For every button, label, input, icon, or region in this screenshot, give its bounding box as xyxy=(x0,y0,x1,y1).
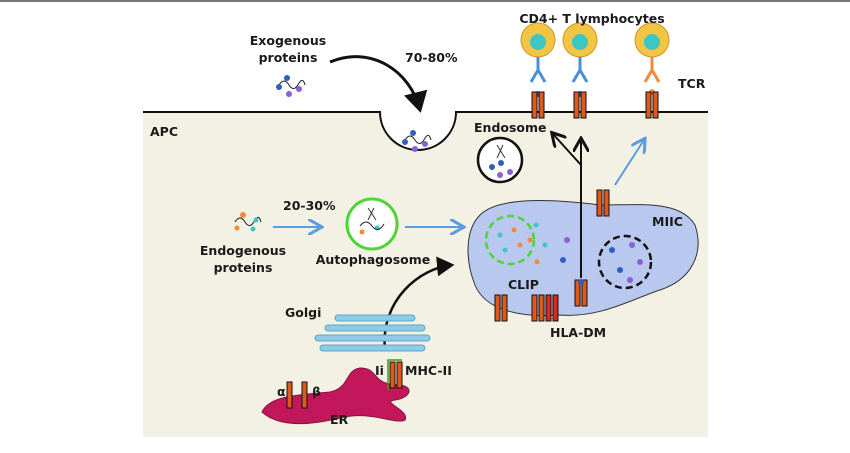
clip-label: CLIP xyxy=(508,277,539,292)
loaded-mhc xyxy=(574,279,588,307)
er-mhc-ii-ii xyxy=(387,359,403,390)
endosome xyxy=(476,136,524,184)
golgi-to-miic-arrow xyxy=(383,256,455,351)
surface-arrow xyxy=(614,140,644,186)
miic-label: MIIC xyxy=(652,214,683,229)
t-cell-3 xyxy=(634,22,670,95)
t-cell-2 xyxy=(562,22,598,97)
scissors-icon xyxy=(496,144,506,159)
surface-mhc-2 xyxy=(573,91,587,119)
uptake-arrow xyxy=(329,55,428,113)
internalized-protein-icon xyxy=(402,130,432,152)
beta-label: β xyxy=(312,384,321,399)
autophagosome xyxy=(345,197,399,251)
tcr-label: TCR xyxy=(678,76,706,91)
cd4-t-lymphocytes-label: CD4+ T lymphocytes xyxy=(519,11,664,26)
exogenous-percent: 70-80% xyxy=(405,50,458,65)
surface-mhc-1 xyxy=(531,91,545,119)
golgi-label: Golgi xyxy=(285,305,321,320)
exogenous-label-2: proteins xyxy=(259,50,318,65)
miic-compartment xyxy=(467,200,699,317)
er-label: ER xyxy=(330,412,349,427)
top-border xyxy=(0,0,850,2)
endogenous-protein-icon xyxy=(234,212,262,232)
endosome-arrow xyxy=(553,134,582,166)
exogenous-label-1: Exogenous xyxy=(250,33,326,48)
miic-mhc-top xyxy=(596,189,610,217)
clip-mhc xyxy=(494,294,508,322)
apc-label: APC xyxy=(150,124,178,139)
exogenous-protein-icon xyxy=(276,75,306,97)
peptide-dots xyxy=(497,222,643,283)
endoplasmic-reticulum xyxy=(261,367,410,425)
autophagic-vesicle xyxy=(484,214,536,266)
endosomal-vesicle xyxy=(597,234,653,290)
mhc-ii-label: MHC-II xyxy=(405,363,452,378)
endogenous-label-1: Endogenous xyxy=(200,243,286,258)
hla-dm-molecule xyxy=(531,294,559,322)
hla-dm-label: HLA-DM xyxy=(550,325,606,340)
endogenous-percent: 20-30% xyxy=(283,198,336,213)
endosome-label: Endosome xyxy=(474,120,547,135)
mhc-alpha-beta-chains xyxy=(286,381,308,409)
cell-membrane xyxy=(143,111,708,151)
t-cell-1 xyxy=(520,22,556,97)
autophagosome-label: Autophagosome xyxy=(316,252,430,267)
alpha-label: α xyxy=(277,384,286,399)
golgi-apparatus xyxy=(314,314,431,352)
endogenous-label-2: proteins xyxy=(214,260,273,275)
surface-mhc-3 xyxy=(645,91,659,119)
ii-label: Ii xyxy=(375,363,384,378)
